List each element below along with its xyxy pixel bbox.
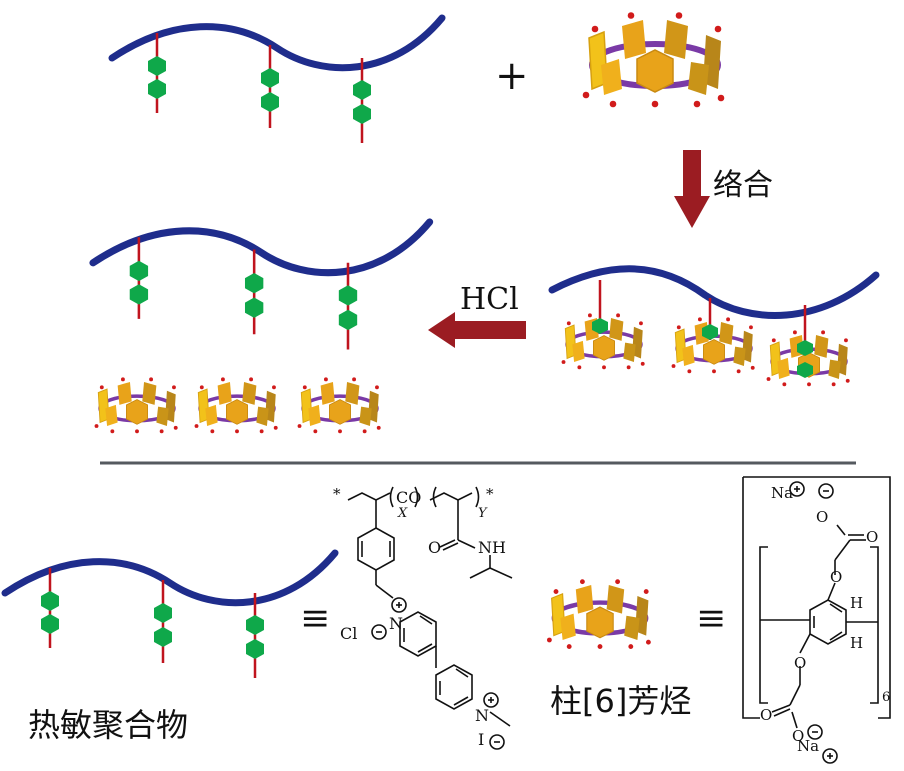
acid-arrow (428, 312, 526, 348)
h-lower: H (850, 634, 864, 652)
thermo-polymer-label: 热敏聚合物 (28, 706, 189, 744)
o-bottom-ester: O (792, 727, 805, 745)
star-left: * (333, 485, 341, 503)
polymer-complex (548, 265, 880, 386)
polymer-top (112, 18, 442, 143)
sub-y: Y (478, 506, 487, 521)
amide-nh: NH (478, 538, 506, 557)
pillararene-label: 柱[6]芳烃 (550, 682, 692, 720)
pyridinium-n-1: N (389, 614, 403, 633)
released-pillararenes (95, 377, 381, 433)
iodide-label: I (478, 730, 485, 749)
acid-label: HCl (460, 282, 519, 317)
sub-x: X (398, 506, 408, 521)
pyridinium-n-2: N (475, 706, 489, 725)
plus-sign: + (495, 53, 529, 99)
pillararene-legend (547, 579, 651, 649)
co-label: CO (396, 488, 422, 507)
sodium-top: Na (771, 484, 794, 502)
o-top-carbonyl: O (866, 528, 879, 546)
equiv-sign-polymer: ≡ (300, 598, 331, 639)
o-bottom-ether: O (794, 654, 807, 672)
pillararene-top (583, 12, 725, 107)
h-upper: H (850, 594, 864, 612)
repeat-subscript: 6 (882, 690, 891, 705)
chloride-label: Cl (340, 624, 358, 643)
amide-o: O (428, 538, 442, 557)
complexation-arrow (674, 150, 710, 228)
polymer-legend (5, 553, 335, 678)
star-right: * (486, 485, 494, 503)
complexation-label: 络合 (713, 168, 773, 203)
polymer-released (93, 222, 430, 350)
o-top-ether: O (830, 568, 843, 586)
o-bottom-carbonyl: O (760, 706, 773, 724)
pillararene-structure (742, 476, 891, 764)
o-top-ester: O (816, 508, 829, 526)
equiv-sign-pillararene: ≡ (696, 598, 727, 639)
sodium-bottom: Na (797, 737, 820, 755)
polymer-structure (347, 486, 513, 750)
